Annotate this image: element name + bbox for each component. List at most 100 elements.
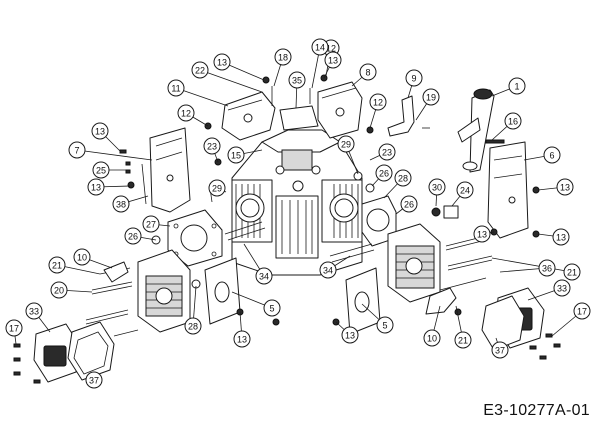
callout-circle — [456, 181, 474, 199]
callout-23: 23 — [369, 143, 396, 161]
callout-10: 10 — [73, 248, 113, 269]
callout-circle — [92, 161, 110, 179]
callout-13: 13 — [473, 225, 495, 243]
callout-15: 15 — [227, 146, 263, 164]
callout-circle — [538, 259, 556, 277]
callout-19: 19 — [415, 88, 440, 121]
callout-11: 11 — [167, 79, 229, 107]
callout-circle — [50, 281, 68, 299]
callout-13: 13 — [87, 178, 131, 196]
baffle-left-top — [221, 91, 276, 141]
callout-14: 14 — [311, 38, 329, 89]
head-baffle-plate-right — [345, 267, 381, 335]
callout-number: 30 — [432, 183, 442, 193]
callout-21: 21 — [491, 257, 581, 281]
callout-10: 10 — [423, 305, 441, 347]
callout-circle — [341, 326, 359, 344]
callout-number: 18 — [278, 53, 288, 63]
callout-34: 34 — [243, 243, 273, 285]
callout-number: 10 — [77, 253, 87, 263]
callout-circle — [177, 104, 195, 122]
callout-leader-line — [175, 87, 229, 107]
callout-37: 37 — [85, 371, 103, 389]
callout-circle — [255, 267, 273, 285]
callout-number: 20 — [54, 286, 64, 296]
rocker-bracket-left — [103, 261, 129, 283]
callout-circle — [68, 141, 86, 159]
callout-circle — [553, 279, 571, 297]
callout-number: 33 — [557, 284, 567, 294]
callout-13: 13 — [233, 311, 251, 348]
callout-circle — [423, 329, 441, 347]
callout-number: 9 — [411, 74, 416, 84]
callout-20: 20 — [50, 281, 93, 299]
callout-number: 29 — [212, 184, 222, 194]
callout-37: 37 — [491, 337, 509, 359]
callout-13: 13 — [537, 228, 570, 246]
callout-circle — [405, 69, 423, 87]
callout-circle — [263, 299, 281, 317]
callout-circle — [573, 302, 591, 320]
callout-number: 35 — [292, 76, 302, 86]
callout-circle — [454, 331, 472, 349]
callout-17: 17 — [5, 319, 23, 345]
callout-number: 29 — [341, 140, 351, 150]
callout-number: 19 — [426, 93, 436, 103]
dipstick-tube — [457, 88, 495, 173]
callout-circle — [288, 71, 306, 89]
callout-number: 26 — [404, 200, 414, 210]
callout-number: 37 — [495, 346, 505, 356]
callout-number: 22 — [195, 66, 205, 76]
callout-number: 1 — [514, 82, 519, 92]
callout-24: 24 — [451, 181, 474, 207]
callout-number: 13 — [345, 331, 355, 341]
callout-number: 28 — [188, 322, 198, 332]
callout-21: 21 — [454, 305, 472, 349]
callout-number: 11 — [171, 84, 180, 94]
callout-circle — [112, 195, 130, 213]
callout-13: 13 — [213, 53, 265, 81]
callout-circle — [233, 330, 251, 348]
callout-circle — [311, 38, 329, 56]
callout-circle — [375, 164, 393, 182]
callout-circle — [543, 146, 561, 164]
callout-circle — [191, 61, 209, 79]
callout-circle — [213, 53, 231, 71]
callout-8: 8 — [351, 63, 377, 87]
callout-circle — [25, 302, 43, 320]
callout-circle — [422, 88, 440, 106]
callout-29: 29 — [208, 179, 227, 197]
diagram-code: E3-10277A-01 — [483, 402, 590, 419]
callout-circle — [274, 48, 292, 66]
callout-number: 16 — [508, 117, 518, 127]
callout-circle — [376, 316, 394, 334]
callout-23: 23 — [203, 137, 221, 163]
engine-block — [231, 129, 363, 276]
callout-number: 8 — [365, 68, 370, 78]
callout-circle — [142, 215, 160, 233]
callout-leader-line — [199, 69, 263, 93]
callout-number: 5 — [382, 321, 387, 331]
callout-circle — [473, 225, 491, 243]
callout-number: 24 — [460, 186, 470, 196]
callout-36: 36 — [499, 259, 556, 277]
callout-circle — [552, 228, 570, 246]
callout-circle — [508, 77, 526, 95]
callout-number: 25 — [96, 166, 106, 176]
callout-25: 25 — [92, 161, 126, 179]
cylinder-head-right — [387, 223, 441, 303]
callout-number: 17 — [577, 307, 587, 317]
callout-number: 7 — [74, 146, 79, 156]
callout-circle — [337, 135, 355, 153]
callout-number: 21 — [458, 336, 468, 346]
callout-27: 27 — [142, 215, 171, 233]
callout-number: 34 — [323, 266, 333, 276]
callout-number: 13 — [91, 183, 101, 193]
callout-26: 26 — [371, 164, 393, 187]
callout-30: 30 — [428, 178, 446, 207]
callout-number: 13 — [328, 56, 338, 66]
callout-number: 5 — [269, 304, 274, 314]
head-bolts-right — [439, 235, 493, 291]
callout-number: 23 — [207, 142, 217, 152]
